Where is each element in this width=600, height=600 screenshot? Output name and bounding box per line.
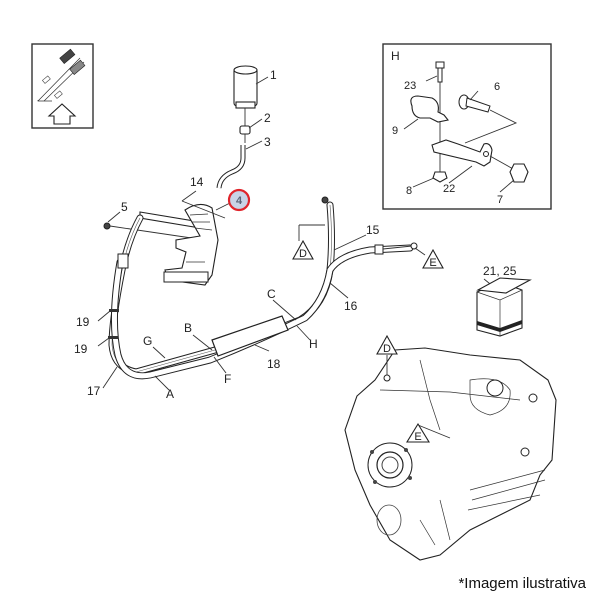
part-6-bolt [458, 94, 491, 113]
callout-7: 7 [497, 194, 503, 206]
callout-5: 5 [121, 200, 128, 214]
cable-assembly [108, 196, 418, 380]
part-18-sleeve [211, 315, 289, 357]
part-22-bracket [431, 139, 493, 167]
callout-19-upper: 19 [76, 315, 90, 329]
transmission-housing [344, 347, 557, 561]
part-15-cable [110, 244, 414, 380]
callout-14: 14 [190, 175, 204, 189]
reference-label: E [414, 431, 421, 443]
part-7-nut [509, 163, 529, 183]
callout-6: 6 [494, 81, 500, 93]
letter-g: G [143, 334, 152, 348]
part-19-clip [108, 336, 118, 339]
part-8-nut [432, 171, 448, 183]
part-1-shift-knob [233, 65, 258, 109]
shift-knob-group [216, 65, 258, 189]
reference-label: D [383, 343, 391, 355]
letter-c: C [267, 287, 276, 301]
front-direction-arrow-icon [37, 48, 86, 125]
callout-23: 23 [404, 80, 416, 92]
callout-19-lower: 19 [74, 342, 88, 356]
callout-1: 1 [270, 68, 277, 82]
part-21-25-box [476, 277, 532, 337]
letter-b: B [184, 321, 192, 335]
reference-label: E [429, 257, 436, 269]
callout-2: 2 [264, 111, 271, 125]
callout-8: 8 [406, 185, 412, 197]
part-5-nut [103, 222, 111, 230]
reference-triangle-e-cable: E [422, 248, 444, 269]
callout-17: 17 [87, 384, 101, 398]
up-arrow-icon [47, 103, 77, 125]
callout-labels: 1 2 3 14 5 15 16 19 19 17 18 21, 25 G B … [74, 68, 517, 401]
detail-title: H [391, 49, 400, 63]
reference-triangle-d-cable: D [292, 239, 314, 260]
callout-21-25: 21, 25 [483, 264, 517, 278]
part-19-clip [109, 309, 119, 312]
reference-label: D [299, 248, 307, 260]
orientation-inset [31, 43, 94, 129]
callout-18: 18 [267, 357, 281, 371]
callout-3: 3 [264, 135, 271, 149]
reference-triangle-e-transmission: E [406, 422, 430, 443]
highlight-ring[interactable] [227, 188, 251, 212]
callout-9: 9 [392, 125, 398, 137]
highlight-part-4[interactable]: 4 [227, 188, 251, 212]
part-23-bolt [435, 61, 445, 83]
part-2-bushing [239, 125, 251, 135]
cable-adjuster [117, 253, 129, 269]
callout-4: 4 [236, 195, 243, 207]
callout-22: 22 [443, 183, 455, 195]
letter-h: H [309, 337, 318, 351]
illustrative-image-caption: *Imagem ilustrativa [458, 575, 586, 592]
letter-f: F [224, 372, 231, 386]
leader-lines [97, 76, 506, 391]
detail-box-h: H 23 6 9 8 22 7 [382, 43, 552, 210]
part-9-clip [410, 95, 449, 123]
reference-triangle-d-transmission: D [376, 334, 398, 355]
callout-15: 15 [366, 223, 380, 237]
letter-a: A [166, 387, 174, 401]
callout-16: 16 [344, 299, 358, 313]
